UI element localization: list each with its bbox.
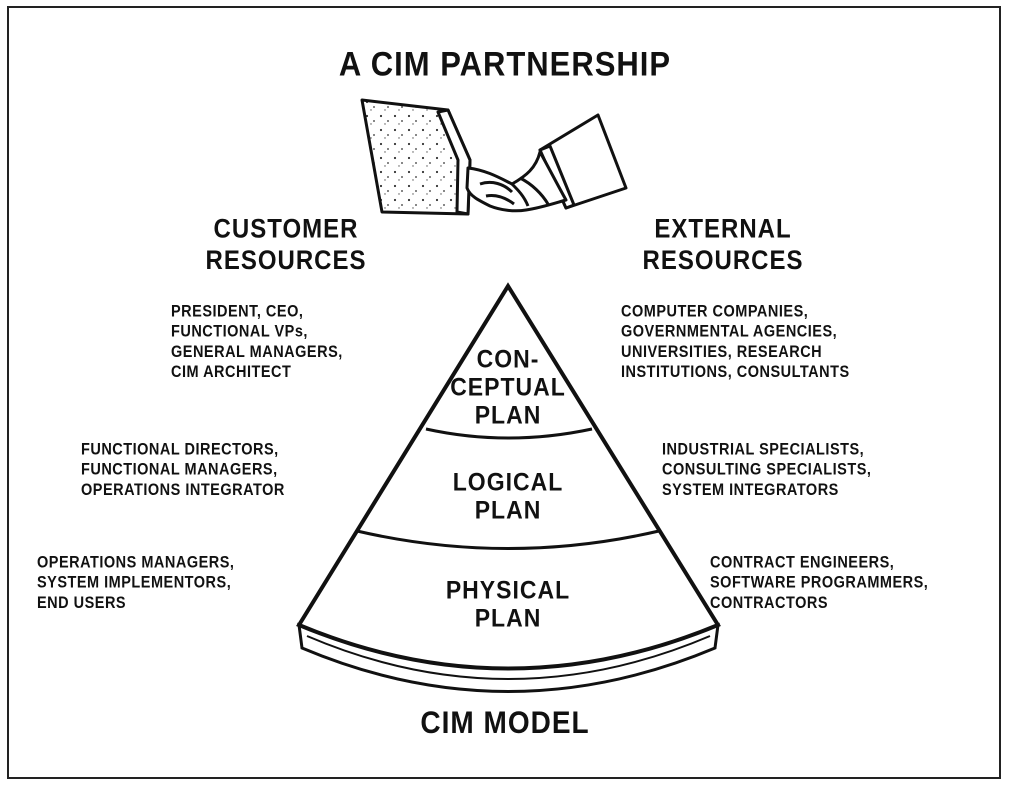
logical-plan-label: LOGICAL PLAN <box>452 467 564 525</box>
divider-logical-physical <box>356 529 660 550</box>
external-conceptual-list: COMPUTER COMPANIES, GOVERNMENTAL AGENCIE… <box>621 303 850 382</box>
divider-conceptual-logical <box>425 427 593 440</box>
customer-conceptual-list: PRESIDENT, CEO, FUNCTIONAL VPs, GENERAL … <box>171 303 343 382</box>
customer-resources-heading: CUSTOMER RESOURCES <box>181 214 391 277</box>
customer-physical-list: OPERATIONS MANAGERS, SYSTEM IMPLEMENTORS… <box>37 554 235 613</box>
external-physical-list: CONTRACT ENGINEERS, SOFTWARE PROGRAMMERS… <box>710 554 929 613</box>
physical-plan-label: PHYSICAL PLAN <box>445 575 571 633</box>
cim-model-label: CIM MODEL <box>420 705 590 740</box>
external-logical-list: INDUSTRIAL SPECIALISTS, CONSULTING SPECI… <box>662 441 872 500</box>
diagram-frame <box>7 6 1001 779</box>
cim-pyramid <box>296 282 721 693</box>
customer-logical-list: FUNCTIONAL DIRECTORS, FUNCTIONAL MANAGER… <box>81 441 285 500</box>
handshake-icon <box>360 98 628 216</box>
external-resources-heading: EXTERNAL RESOURCES <box>618 214 828 277</box>
external-heading-line2: RESOURCES <box>642 245 804 276</box>
conceptual-plan-label: CON- CEPTUAL PLAN <box>450 344 566 430</box>
customer-heading-line2: RESOURCES <box>205 245 367 276</box>
customer-heading-line1: CUSTOMER <box>213 214 359 245</box>
external-heading-line1: EXTERNAL <box>654 214 792 245</box>
diagram-title: A CIM PARTNERSHIP <box>338 44 672 84</box>
